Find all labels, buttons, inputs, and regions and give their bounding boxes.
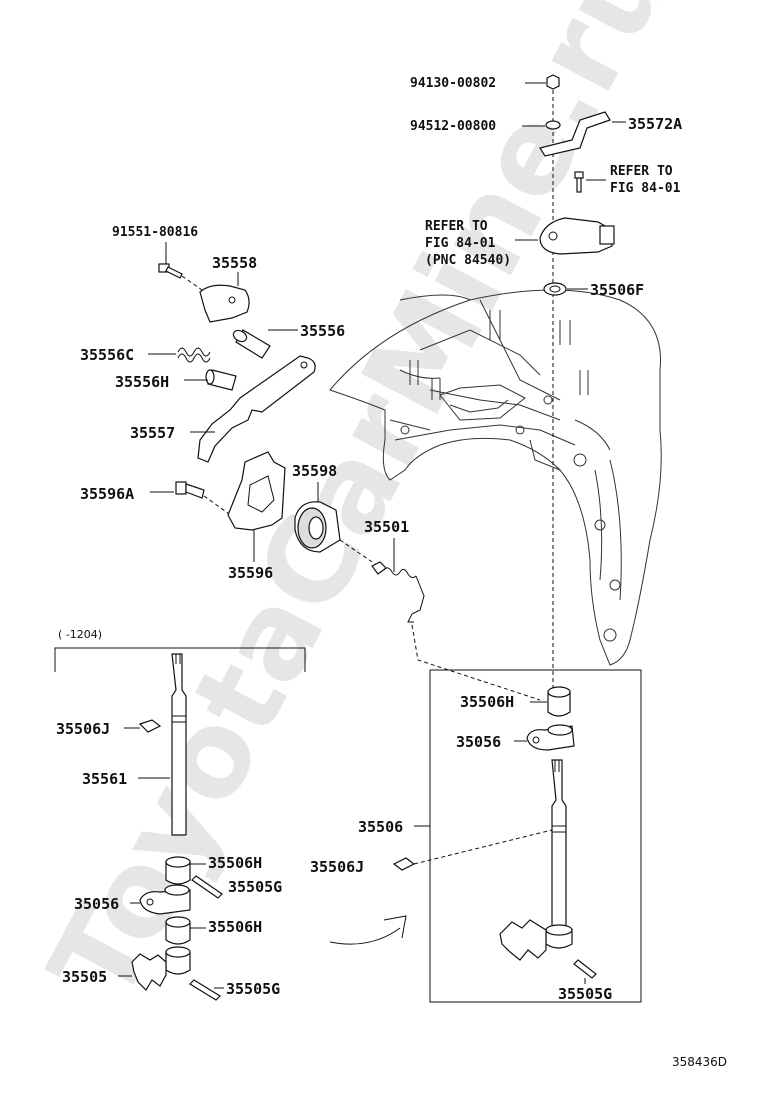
arrow-to-new-assembly (329, 915, 407, 945)
lever-35056-right (526, 724, 575, 751)
label-35501: 35501 (364, 518, 409, 536)
pin-35556 (232, 329, 271, 359)
label-35598: 35598 (292, 462, 337, 480)
nut-94130 (546, 74, 560, 90)
label-35506: 35506 (358, 818, 403, 836)
bracket-35596-cutout (247, 475, 275, 513)
label-35556: 35556 (300, 322, 345, 340)
shaft-35561 (171, 653, 187, 836)
label-pnc-84540: (PNC 84540) (425, 253, 511, 268)
label-94512-00800: 94512-00800 (410, 119, 496, 134)
label-35506j-left: 35506J (56, 720, 110, 738)
dash-35598 (339, 539, 379, 567)
lever-35056-left (139, 884, 191, 915)
label-35561: 35561 (82, 770, 127, 788)
seal-35506f-inner (549, 285, 561, 293)
collar-35598 (294, 501, 341, 553)
label-35556c: 35556C (80, 346, 134, 364)
seal-35501 (371, 561, 425, 623)
plate-35505-left (131, 946, 191, 991)
bracket-35596 (227, 451, 286, 531)
transmission-case (329, 289, 662, 666)
label-94130-00802: 94130-00802 (410, 76, 496, 91)
lever-35572a (539, 111, 611, 157)
label-35505-left: 35505 (62, 968, 107, 986)
pin-35505g-left-1 (191, 875, 223, 899)
pin-35505g-left-2 (189, 979, 221, 1001)
label-fig-84-01-2: FIG 84-01 (425, 236, 496, 251)
spring-35556c (177, 347, 211, 363)
pin-35556h (205, 369, 237, 391)
diagram-code: 358436D (672, 1055, 727, 1069)
label-35056-left: 35056 (74, 895, 119, 913)
label-35558: 35558 (212, 254, 257, 272)
pin-35506j-left (138, 719, 162, 733)
label-35506f: 35506F (590, 281, 644, 299)
label-35506h-right: 35506H (460, 693, 514, 711)
dash-35506j-right (413, 829, 553, 865)
bolt-refer-fig-84-01 (574, 171, 584, 193)
collar-35506h-left-2 (165, 916, 191, 945)
shaft-assembly-35506 (499, 759, 573, 961)
pin-35506j-right (392, 857, 416, 871)
label-35506h-left-1: 35506H (208, 854, 262, 872)
label-refer-to-1: REFER TO (610, 164, 673, 179)
pin-35505g-right (573, 959, 597, 979)
bolt-35596a (175, 481, 205, 499)
lever-35557 (197, 355, 316, 463)
detail-box-right (429, 669, 642, 1003)
label-35056-right: 35056 (456, 733, 501, 751)
dash-91551 (181, 275, 206, 293)
label-35556h: 35556H (115, 373, 169, 391)
collar-35506h-right (547, 686, 571, 717)
detent-spring-35558 (199, 284, 250, 323)
label-35596: 35596 (228, 564, 273, 582)
switch-hole (548, 231, 558, 241)
washer-94512 (545, 120, 561, 130)
range-note: ( -1204) (58, 628, 102, 641)
collar-35506h-left-1 (165, 856, 191, 885)
label-91551-80816: 91551-80816 (112, 225, 198, 240)
label-35557: 35557 (130, 424, 175, 442)
lever-hole (300, 361, 308, 369)
switch-connector (599, 225, 615, 245)
label-35572a: 35572A (628, 115, 682, 133)
label-35506h-left-2: 35506H (208, 918, 262, 936)
dash-35596a (203, 495, 233, 517)
detent-hole (228, 296, 236, 304)
range-bracket (54, 647, 306, 672)
label-refer-to-2: REFER TO (425, 219, 488, 234)
label-35505g-left-2: 35505G (226, 980, 280, 998)
label-35506j-right: 35506J (310, 858, 364, 876)
seal-35506f (543, 282, 567, 296)
label-35505g-right: 35505G (558, 985, 612, 1003)
dash-35501 (411, 624, 541, 701)
label-35505g-left-1: 35505G (228, 878, 282, 896)
label-fig-84-01-1: FIG 84-01 (610, 181, 681, 196)
label-35596a: 35596A (80, 485, 134, 503)
bolt-91551 (158, 263, 183, 279)
